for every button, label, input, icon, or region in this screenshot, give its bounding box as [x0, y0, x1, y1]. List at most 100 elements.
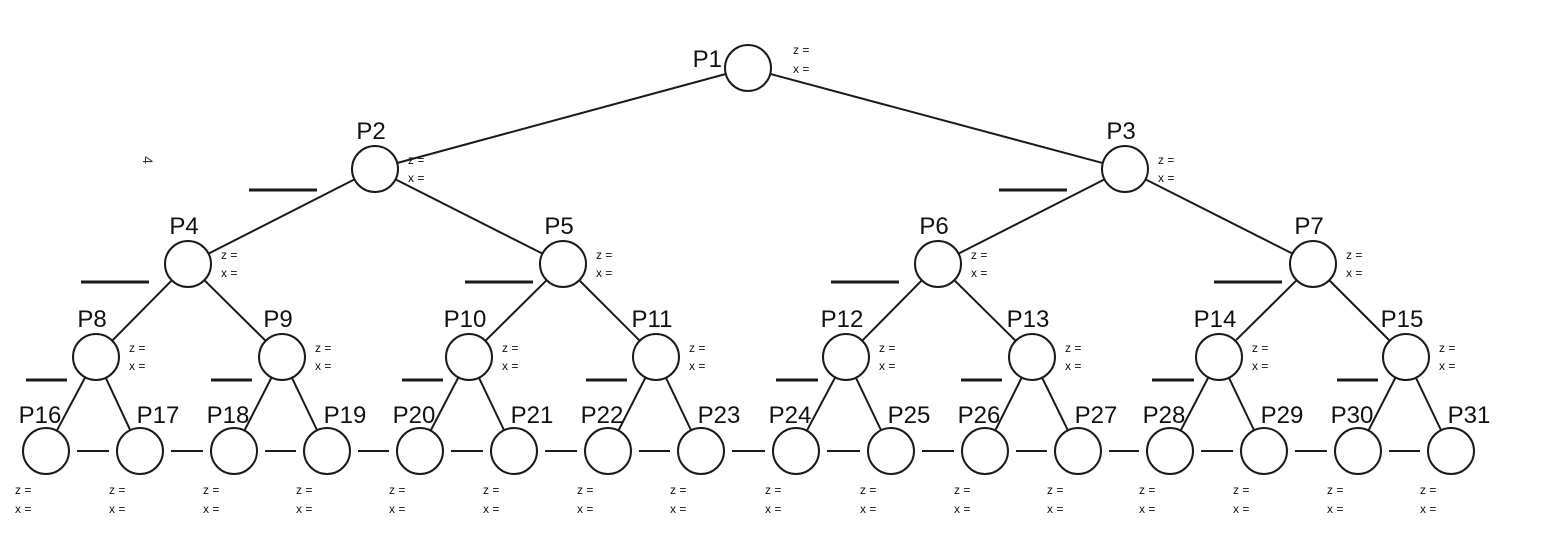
node-circle-p24	[772, 427, 820, 475]
node-circle-p13	[1008, 333, 1056, 381]
blank-answer-lines	[26, 188, 1378, 382]
node-z-value-p19: z =	[296, 483, 312, 497]
edge-p1-p2	[396, 73, 727, 164]
node-z-value-p10: z =	[502, 341, 518, 355]
node-circle-p5	[539, 240, 587, 288]
edge-p6-p13	[953, 279, 1017, 342]
node-z-value-p18: z =	[203, 483, 219, 497]
node-x-value-p15: x =	[1439, 359, 1455, 373]
node-x-value-p10: x =	[502, 359, 518, 373]
tree-edges	[55, 72, 1442, 452]
node-z-value-p12: z =	[879, 341, 895, 355]
node-z-value-p3: z =	[1158, 153, 1174, 167]
node-label-p23: P23	[698, 402, 741, 429]
node-label-p27: P27	[1075, 402, 1118, 429]
edge-p1-p3	[769, 72, 1104, 165]
node-label-p20: P20	[393, 402, 436, 429]
node-z-value-p1: z =	[793, 43, 809, 57]
node-label-p2: P2	[356, 118, 385, 145]
node-circle-p19	[303, 427, 351, 475]
node-p16: P16 z = x =	[15, 402, 70, 516]
node-circle-p16	[22, 427, 70, 475]
stray-mark: 4	[140, 156, 156, 164]
node-x-value-p28: x =	[1139, 502, 1155, 516]
node-x-value-p5: x =	[596, 266, 612, 280]
node-x-value-p17: x =	[109, 502, 125, 516]
edge-p3-p7	[1145, 178, 1293, 255]
node-label-p28: P28	[1143, 402, 1186, 429]
edge-p14-p28	[1179, 376, 1210, 432]
node-circle-p18	[210, 427, 258, 475]
edge-p8-p16	[55, 376, 87, 432]
edge-p8-p17	[104, 377, 132, 431]
node-circle-p8	[72, 333, 120, 381]
node-p5: P5z =x =	[539, 213, 612, 288]
node-label-p5: P5	[544, 213, 573, 240]
node-x-value-p8: x =	[129, 359, 145, 373]
node-z-value-p16: z =	[15, 483, 31, 497]
node-z-value-p6: z =	[971, 248, 987, 262]
edge-p4-p9	[203, 279, 267, 342]
edge-p9-p18	[243, 377, 273, 431]
node-z-value-p4: z =	[221, 248, 237, 262]
node-label-p1: P1	[693, 46, 722, 73]
node-z-value-p22: z =	[577, 483, 593, 497]
node-circle-p11	[632, 333, 680, 381]
node-p10: P10 z = x =	[444, 306, 518, 381]
node-label-p26: P26	[958, 402, 1001, 429]
edge-p5-p11	[578, 279, 641, 342]
node-label-p16: P16	[19, 402, 62, 429]
node-label-p25: P25	[888, 402, 931, 429]
node-z-value-p20: z =	[389, 483, 405, 497]
node-p4: P4z =x =	[164, 213, 237, 288]
edge-p4-p8	[111, 279, 173, 342]
node-label-p6: P6	[919, 213, 948, 240]
node-label-p15: P15	[1381, 306, 1424, 333]
node-circle-p1	[724, 44, 772, 92]
node-x-value-p12: x =	[879, 359, 895, 373]
node-label-p13: P13	[1007, 306, 1050, 333]
edge-p10-p21	[478, 377, 505, 431]
node-label-p10: P10	[444, 306, 487, 333]
node-z-value-p25: z =	[860, 483, 876, 497]
node-circle-p4	[164, 240, 212, 288]
node-x-value-p2: x =	[408, 171, 424, 185]
node-label-p12: P12	[821, 306, 864, 333]
node-circle-p29	[1240, 427, 1288, 475]
node-x-value-p23: x =	[670, 502, 686, 516]
node-z-value-p28: z =	[1139, 483, 1155, 497]
node-x-value-p6: x =	[971, 266, 987, 280]
node-x-value-p21: x =	[483, 502, 499, 516]
node-circle-p2	[351, 145, 399, 193]
node-circle-p23	[677, 427, 725, 475]
node-label-p9: P9	[263, 306, 292, 333]
node-x-value-p9: x =	[315, 359, 331, 373]
node-circle-p15	[1382, 333, 1430, 381]
node-z-value-p29: z =	[1233, 483, 1249, 497]
node-label-p14: P14	[1194, 306, 1237, 333]
node-z-value-p13: z =	[1065, 341, 1081, 355]
node-circle-p17	[116, 427, 164, 475]
edge-p10-p20	[429, 376, 460, 432]
node-circle-p9	[258, 333, 306, 381]
edge-p5-p10	[484, 279, 548, 342]
node-z-value-p17: z =	[109, 483, 125, 497]
node-x-value-p16: x =	[15, 502, 31, 516]
node-x-value-p26: x =	[954, 502, 970, 516]
node-z-value-p27: z =	[1047, 483, 1063, 497]
edge-p7-p15	[1328, 279, 1391, 342]
node-p12: P12 z = x =	[821, 306, 895, 381]
node-p8: P8z =x =	[72, 306, 145, 381]
node-circle-p25	[867, 427, 915, 475]
node-circle-p7	[1289, 240, 1337, 288]
node-p2: P2z =x =	[351, 118, 424, 193]
